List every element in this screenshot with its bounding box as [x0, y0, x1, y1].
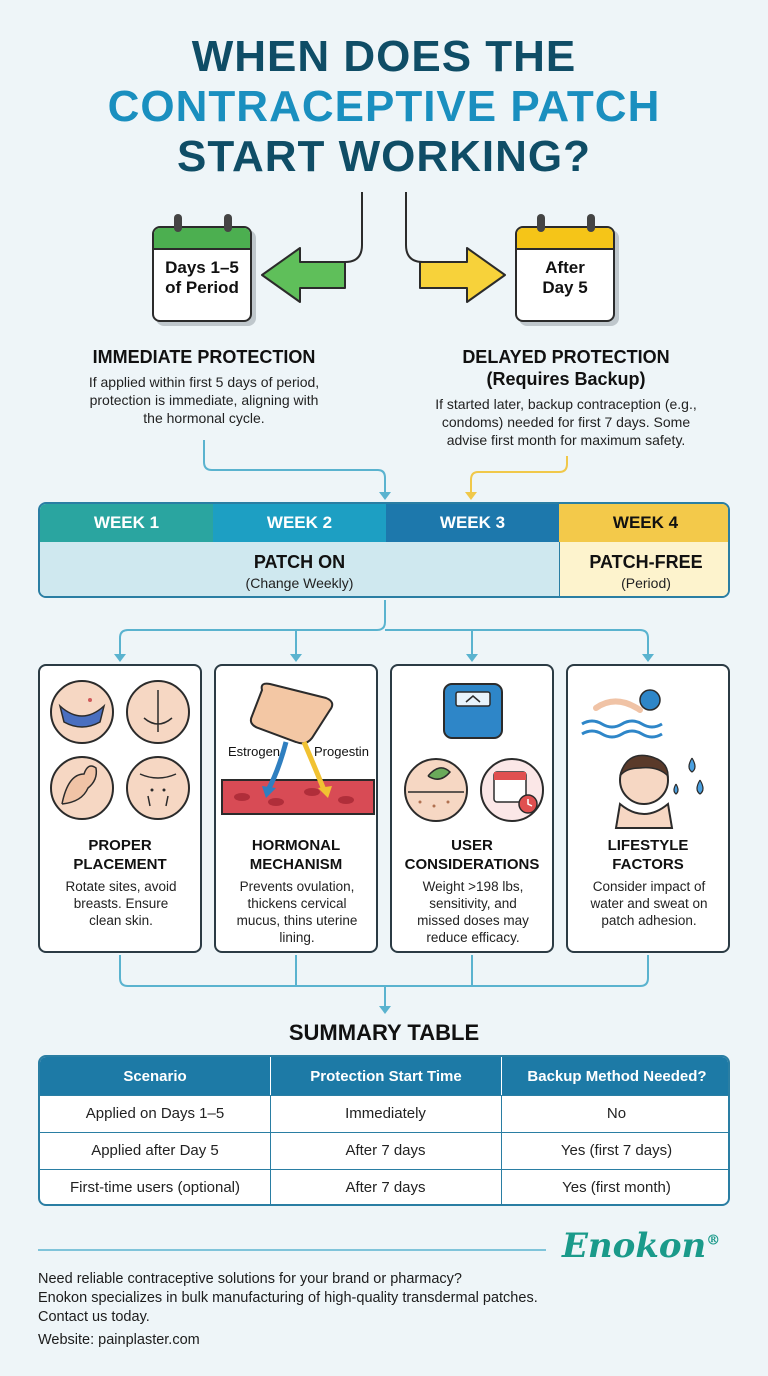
card-text-line: water and sweat on: [590, 896, 708, 911]
card-hormonal-mechanism: Estrogen Progestin HORMONAL MECHANISM Pre…: [214, 664, 378, 953]
left-calendar-line-1: Days 1–5: [165, 258, 239, 277]
right-calendar-line-1: After: [545, 258, 585, 277]
immediate-protection-section: IMMEDIATE PROTECTION If applied within f…: [44, 346, 364, 427]
patch-on-label: PATCH ON: [253, 552, 346, 572]
left-calendar-line-2: of Period: [165, 278, 239, 297]
immediate-connector: [203, 440, 386, 494]
connector-arrowhead: [465, 492, 477, 500]
immediate-heading: IMMEDIATE PROTECTION: [92, 347, 316, 367]
table-cell: No: [606, 1105, 627, 1122]
scale-skin-calendar-icon: [404, 683, 544, 822]
title-line-3: START WORKING?: [176, 132, 592, 181]
card-text-line: lining.: [279, 930, 315, 945]
patch-free-sub: (Period): [621, 575, 671, 591]
footer-text: Need reliable contraceptive solutions fo…: [38, 1270, 678, 1350]
card-text-line: sensitivity, and: [429, 896, 517, 911]
delayed-text-line: advise first month for maximum safety.: [446, 432, 686, 448]
brand-logo: Enokon®: [562, 1226, 720, 1266]
week-1-label: WEEK 1: [40, 504, 213, 542]
delayed-heading: DELAYED PROTECTION: [462, 347, 670, 367]
card-text-line: Prevents ovulation,: [239, 879, 355, 894]
patch-on-sub: (Change Weekly): [245, 575, 354, 591]
body-placement-sites-icon: [50, 680, 190, 820]
week-4-label: WEEK 4: [559, 504, 728, 542]
right-calendar-line-2: Day 5: [542, 278, 588, 297]
week-3-label: WEEK 3: [386, 504, 559, 542]
card-text-line: reduce efficacy.: [426, 930, 520, 945]
hormone-bloodstream-icon: [221, 682, 375, 815]
title-line-1: WHEN DOES THE: [191, 32, 577, 81]
table-cell: Immediately: [345, 1105, 426, 1122]
green-arrow-icon: [261, 247, 346, 303]
progestin-label: Progestin: [314, 744, 369, 759]
brand-name: Enokon: [562, 1226, 707, 1266]
left-flow-line: [300, 192, 363, 263]
card-title-line: FACTORS: [612, 856, 684, 873]
card-text-line: Weight >198 lbs,: [422, 879, 524, 894]
immediate-text-line: the hormonal cycle.: [143, 410, 265, 426]
footer-line: Need reliable contraceptive solutions fo…: [38, 1271, 462, 1287]
card-text-line: missed doses may: [417, 913, 529, 928]
right-flow-line: [405, 192, 468, 263]
card-text-line: thickens cervical: [247, 896, 347, 911]
table-header-start-time: Protection Start Time: [270, 1057, 501, 1095]
table-cell: First-time users (optional): [69, 1179, 241, 1196]
card-title-line: PROPER: [88, 837, 152, 854]
delayed-protection-section: DELAYED PROTECTION (Requires Backup) If …: [398, 346, 734, 449]
week-2-label: WEEK 2: [213, 504, 386, 542]
card-title-line: MECHANISM: [249, 856, 343, 873]
card-text-line: Consider impact of: [592, 879, 706, 894]
card-lifestyle-factors: LIFESTYLE FACTORS Consider impact of water…: [566, 664, 730, 953]
card-title-line: PLACEMENT: [73, 856, 167, 873]
summary-table: Scenario Protection Start Time Backup Me…: [38, 1055, 730, 1206]
card-title-line: LIFESTYLE: [607, 837, 689, 854]
card-text-line: mucus, thins uterine: [236, 913, 358, 928]
delayed-text-line: condoms) needed for first 7 days. Some: [441, 414, 691, 430]
connector-arrowhead: [379, 492, 391, 500]
delayed-connector: [470, 456, 568, 494]
table-header-scenario: Scenario: [40, 1057, 270, 1095]
card-text-line: Rotate sites, avoid: [65, 879, 177, 894]
table-cell: Applied on Days 1–5: [85, 1105, 225, 1122]
calendar-after-day-5-icon: After Day 5: [515, 214, 619, 326]
table-cell: After 7 days: [345, 1142, 426, 1159]
card-text-line: breasts. Ensure: [73, 896, 169, 911]
table-row: [40, 1132, 728, 1169]
footer-website-link[interactable]: Website: painplaster.com: [38, 1332, 200, 1348]
swimmer-sweat-icon: [581, 689, 704, 829]
footer-line: Enokon specializes in bulk manufacturing…: [38, 1290, 538, 1306]
yellow-arrow-icon: [419, 247, 506, 303]
card-text-line: patch adhesion.: [601, 913, 697, 928]
table-cell: Applied after Day 5: [91, 1142, 219, 1159]
immediate-text-line: protection is immediate, aligning with: [89, 392, 319, 408]
page-title: WHEN DOES THE CONTRACEPTIVE PATCH START …: [0, 32, 768, 182]
card-title-line: CONSIDERATIONS: [404, 856, 540, 873]
delayed-text-line: If started later, backup contraception (…: [435, 396, 697, 412]
card-title-line: HORMONAL: [251, 837, 341, 854]
patch-free-label: PATCH-FREE: [589, 552, 703, 572]
table-cell: After 7 days: [345, 1179, 426, 1196]
table-cell: Yes (first month): [562, 1179, 671, 1196]
week-cycle-band: WEEK 1 WEEK 2 WEEK 3 WEEK 4 PATCH ON (Ch…: [38, 502, 730, 598]
table-cell: Yes (first 7 days): [560, 1142, 673, 1159]
card-proper-placement: PROPER PLACEMENT Rotate sites, avoid breas…: [38, 664, 202, 953]
table-row: [40, 1095, 728, 1132]
delayed-subheading: (Requires Backup): [486, 369, 646, 389]
card-text-line: clean skin.: [89, 913, 153, 928]
table-header-backup: Backup Method Needed?: [501, 1057, 728, 1095]
card-title-line: USER: [451, 837, 493, 854]
immediate-text-line: If applied within first 5 days of period…: [88, 374, 320, 390]
brand-registered-mark: ®: [706, 1232, 721, 1249]
patch-free-segment: PATCH-FREE (Period): [559, 542, 728, 596]
footer-line: Contact us today.: [38, 1309, 150, 1325]
title-line-2: CONTRACEPTIVE PATCH: [107, 82, 661, 131]
patch-on-segment: PATCH ON (Change Weekly): [40, 542, 559, 596]
calendar-days-1-5-icon: Days 1–5 of Period: [152, 214, 256, 326]
card-user-considerations: USER CONSIDERATIONS Weight >198 lbs, sensi…: [390, 664, 554, 953]
table-row: [40, 1169, 728, 1204]
estrogen-label: Estrogen: [228, 744, 281, 759]
summary-heading: SUMMARY TABLE: [288, 1020, 480, 1045]
